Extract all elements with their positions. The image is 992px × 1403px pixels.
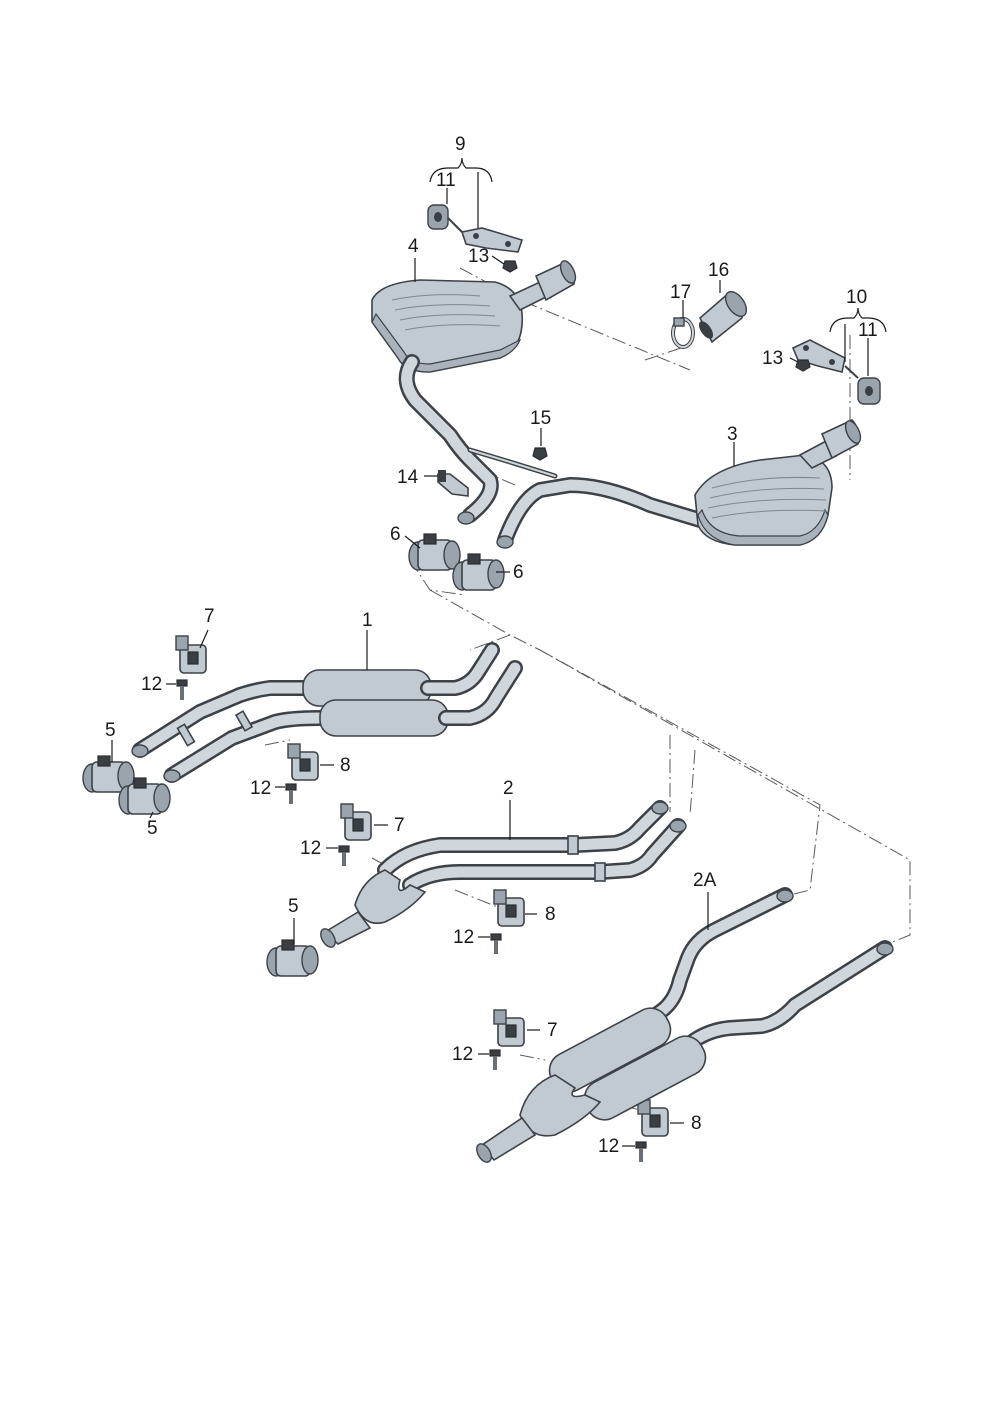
center-silencer-1 (131, 642, 523, 783)
rear-muffler-left (371, 260, 577, 373)
callout-3: 3 (727, 424, 738, 445)
callout-6: 6 (390, 524, 401, 545)
bolt-12d (490, 933, 502, 954)
callout-5: 5 (147, 818, 158, 839)
rubber-mount-10 (857, 377, 881, 405)
hanger-8b (493, 889, 525, 927)
bolt-12e (489, 1049, 501, 1070)
clamp-5c (266, 939, 319, 977)
hanger-8c (637, 1099, 669, 1137)
callout-8: 8 (691, 1113, 702, 1134)
callout-5: 5 (105, 720, 116, 741)
hanger-7b (340, 803, 372, 841)
rear-connector-strap (467, 447, 558, 479)
callout-13: 13 (762, 348, 783, 369)
callout-8: 8 (340, 755, 351, 776)
callout-11: 11 (436, 170, 456, 191)
callout-14: 14 (397, 467, 419, 488)
callout-13: 13 (468, 246, 489, 267)
callout-16: 16 (708, 260, 729, 281)
callout-10: 10 (846, 287, 867, 308)
nut-13a (502, 260, 518, 273)
callout-5: 5 (288, 896, 299, 917)
callout-2A: 2A (693, 870, 717, 891)
hanger-7c (493, 1009, 525, 1047)
hanger-7a (175, 635, 207, 674)
bracket-10 (791, 339, 859, 379)
callout-8: 8 (545, 904, 556, 925)
callout-1: 1 (362, 610, 373, 631)
callout-4: 4 (408, 236, 419, 257)
hanger-8a (287, 743, 319, 781)
leader-lines (111, 157, 887, 1147)
clamp-5b (118, 777, 171, 815)
callout-7: 7 (394, 815, 405, 836)
front-pipe-2 (320, 800, 687, 948)
callout-7: 7 (204, 606, 215, 627)
callout-12: 12 (141, 674, 162, 695)
callout-2: 2 (503, 778, 514, 799)
callout-12: 12 (598, 1136, 619, 1157)
callout-11: 11 (858, 320, 878, 341)
tailpipe-trim-16 (698, 290, 748, 344)
bracket-9 (447, 217, 524, 253)
callout-12: 12 (453, 927, 474, 948)
bracket-14 (437, 470, 469, 497)
callout-6: 6 (513, 562, 524, 583)
nut-15 (532, 447, 548, 461)
rear-pipe-right (496, 477, 708, 549)
callout-15: 15 (530, 408, 551, 429)
bolt-12c (338, 845, 350, 866)
bolt-12f (635, 1141, 647, 1162)
callout-9: 9 (455, 134, 466, 155)
rubber-mount-9 (427, 204, 449, 230)
front-pipe-2A (476, 887, 894, 1163)
callout-12: 12 (250, 778, 271, 799)
callouts: 9 11 13 4 16 17 10 11 13 15 3 14 6 6 7 1… (105, 134, 878, 1157)
nut-13b (795, 359, 811, 372)
callout-12: 12 (452, 1044, 473, 1065)
callout-12: 12 (300, 838, 321, 859)
clamp-17 (671, 317, 695, 349)
bolt-12a (176, 679, 188, 700)
bolt-12b (285, 783, 297, 804)
rear-muffler-right (694, 419, 862, 546)
callout-17: 17 (670, 282, 691, 303)
clamp-6b (452, 553, 505, 591)
callout-7: 7 (547, 1020, 558, 1041)
rear-pipe-left (398, 354, 499, 525)
clamp-6a (408, 533, 461, 571)
